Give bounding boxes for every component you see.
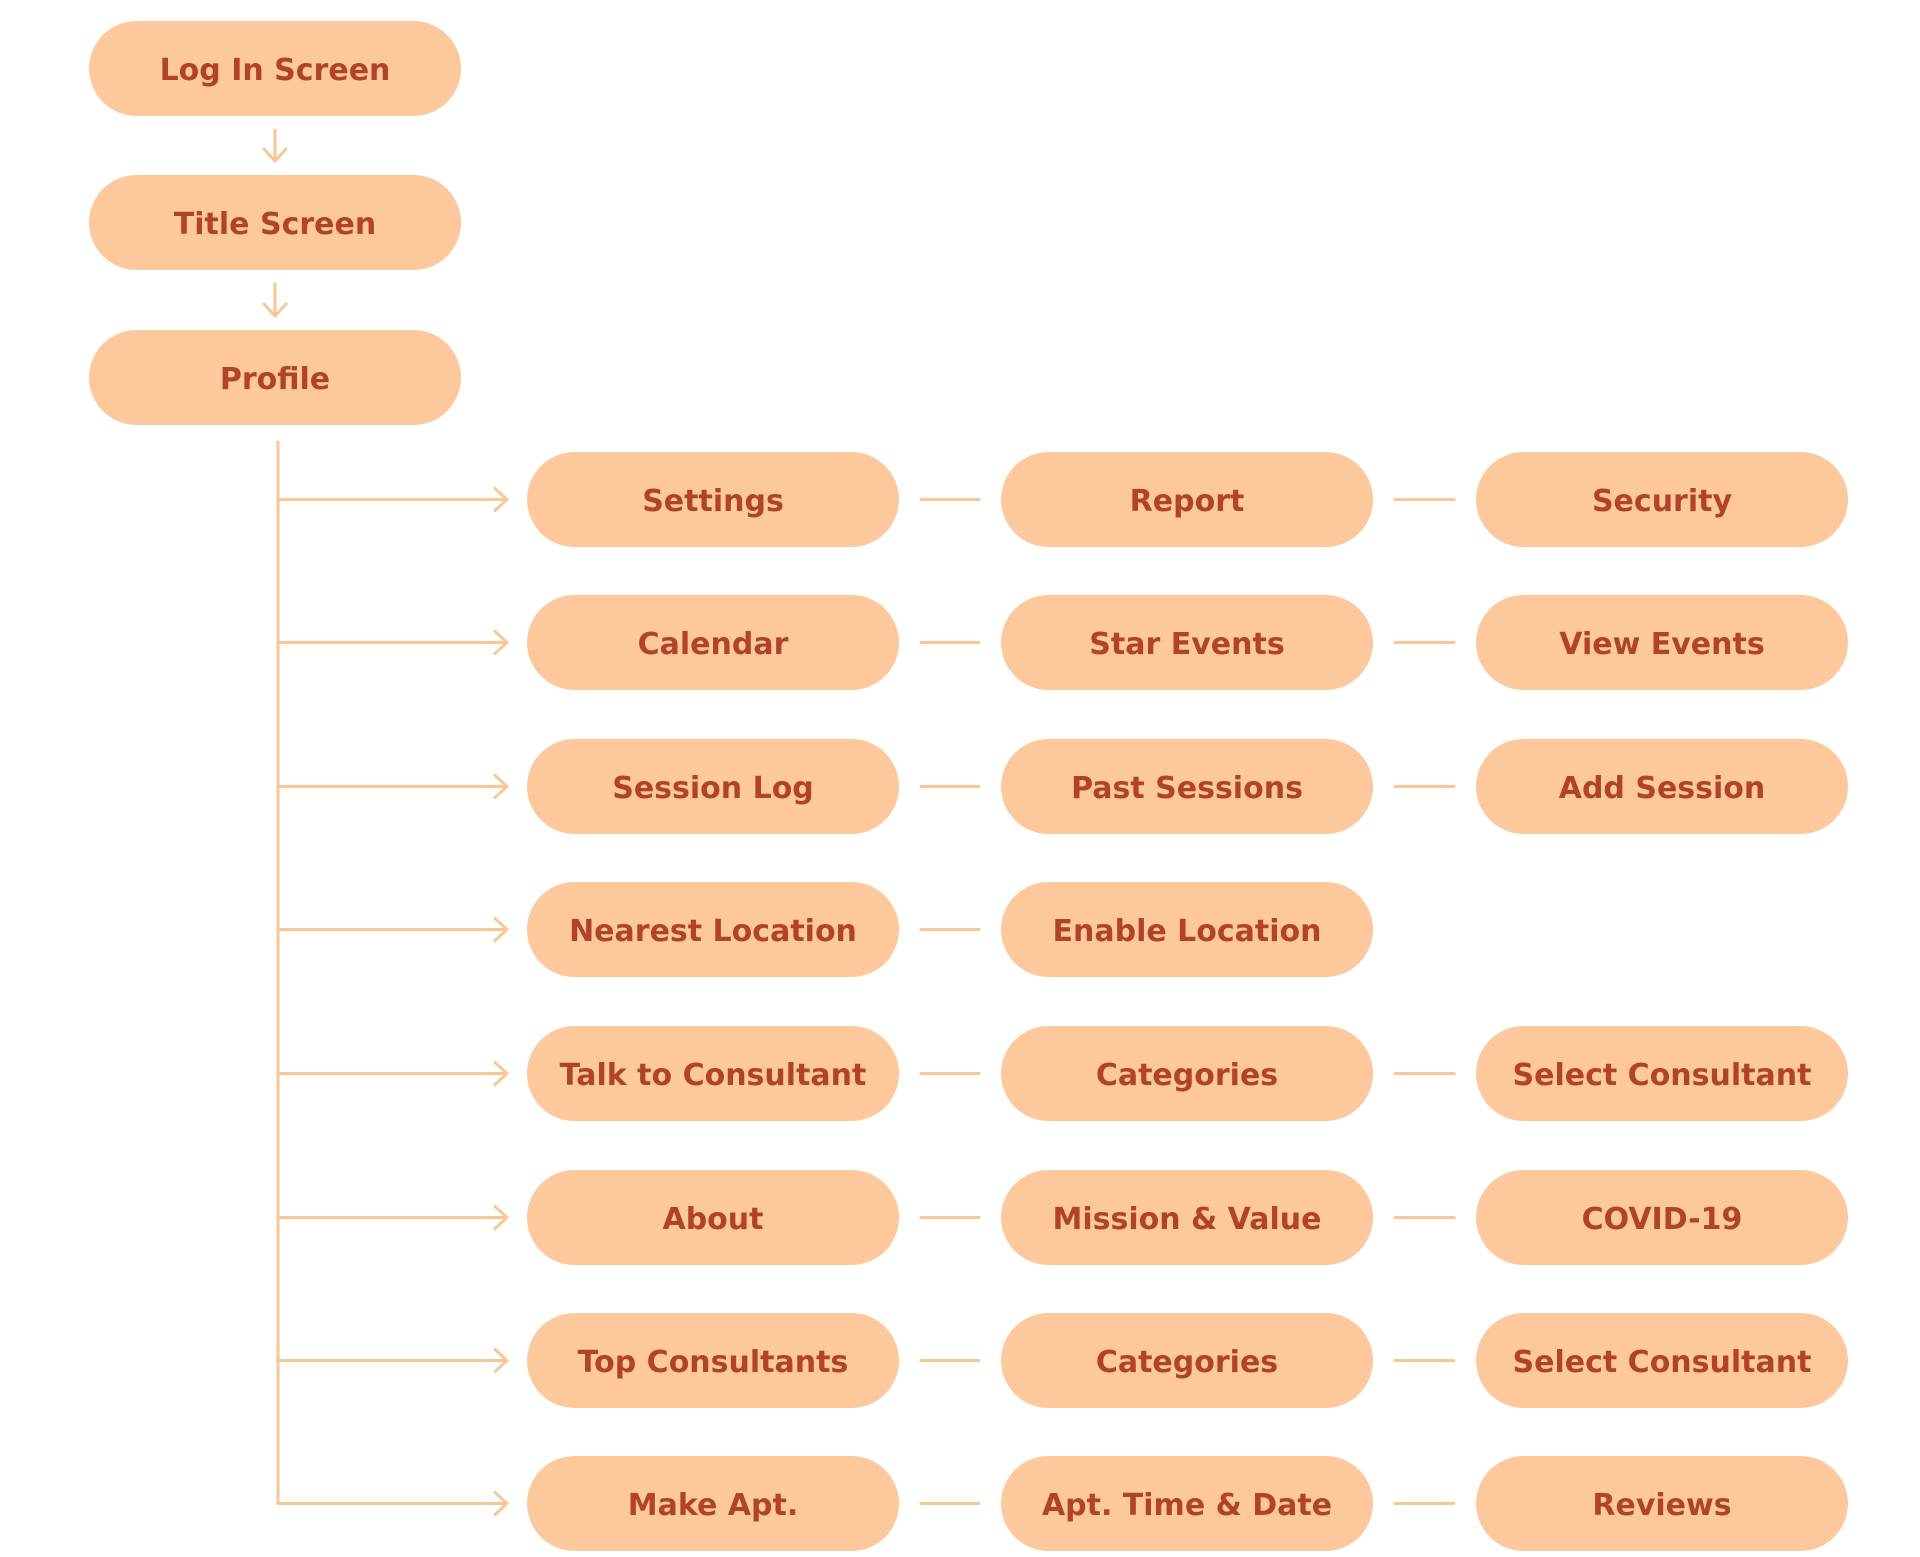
node-box xyxy=(527,1313,899,1408)
node-label: Star Events xyxy=(1089,627,1284,662)
node-reviews: Reviews xyxy=(1476,1456,1848,1551)
node-box xyxy=(527,595,899,690)
node-session-log: Session Log xyxy=(527,739,899,834)
node-box xyxy=(527,1026,899,1121)
branch-arrow-head xyxy=(493,1348,509,1373)
node-label: Log In Screen xyxy=(160,53,391,88)
node-covid-19: COVID-19 xyxy=(1476,1170,1848,1265)
branch-arrow-head xyxy=(493,1491,509,1516)
node-box xyxy=(1001,1026,1373,1121)
node-box xyxy=(1001,595,1373,690)
node-box xyxy=(1001,739,1373,834)
node-box xyxy=(1001,1313,1373,1408)
node-calendar: Calendar xyxy=(527,595,899,690)
node-box xyxy=(1476,452,1848,547)
node-settings: Settings xyxy=(527,452,899,547)
branch-arrow-head xyxy=(493,487,509,512)
node-title-screen: Title Screen xyxy=(89,175,461,270)
node-mission-and-value: Mission & Value xyxy=(1001,1170,1373,1265)
node-make-apt: Make Apt. xyxy=(527,1456,899,1551)
node-box xyxy=(527,882,899,977)
node-add-session: Add Session xyxy=(1476,739,1848,834)
node-label: Make Apt. xyxy=(628,1488,798,1523)
node-enable-location: Enable Location xyxy=(1001,882,1373,977)
node-label: Report xyxy=(1130,484,1245,519)
node-label: Nearest Location xyxy=(569,914,857,949)
branch-arrow-head xyxy=(493,917,509,942)
node-box xyxy=(527,1456,899,1551)
node-talk-to-consultant: Talk to Consultant xyxy=(527,1026,899,1121)
node-label: Categories xyxy=(1096,1058,1278,1093)
node-label: Security xyxy=(1592,484,1733,519)
node-select-consultant: Select Consultant xyxy=(1476,1026,1848,1121)
node-box xyxy=(527,739,899,834)
node-select-consultant: Select Consultant xyxy=(1476,1313,1848,1408)
node-box xyxy=(89,21,461,116)
node-box xyxy=(1001,1456,1373,1551)
node-apt-time-and-date: Apt. Time & Date xyxy=(1001,1456,1373,1551)
node-label: View Events xyxy=(1559,627,1764,662)
branch-arrow-head xyxy=(493,774,509,799)
node-label: Session Log xyxy=(612,771,814,806)
node-box xyxy=(1476,1026,1848,1121)
branch-arrow-head xyxy=(493,630,509,655)
node-categories: Categories xyxy=(1001,1313,1373,1408)
node-label: Reviews xyxy=(1592,1488,1731,1523)
node-box xyxy=(527,1170,899,1265)
node-label: Top Consultants xyxy=(578,1345,849,1380)
node-box xyxy=(1476,1456,1848,1551)
branch-arrow-head xyxy=(493,1061,509,1086)
node-box xyxy=(1476,739,1848,834)
node-box xyxy=(1001,882,1373,977)
node-label: Categories xyxy=(1096,1345,1278,1380)
node-report: Report xyxy=(1001,452,1373,547)
down-arrow-head xyxy=(262,302,288,318)
node-box xyxy=(527,452,899,547)
node-star-events: Star Events xyxy=(1001,595,1373,690)
connectors xyxy=(262,128,1456,1516)
down-arrow-head xyxy=(262,147,288,163)
node-label: Enable Location xyxy=(1053,914,1322,949)
node-label: Add Session xyxy=(1559,771,1766,806)
node-view-events: View Events xyxy=(1476,595,1848,690)
node-profile: Profile xyxy=(89,330,461,425)
node-label: Talk to Consultant xyxy=(560,1058,867,1093)
node-label: Profile xyxy=(220,362,330,397)
node-log-in-screen: Log In Screen xyxy=(89,21,461,116)
node-security: Security xyxy=(1476,452,1848,547)
node-box xyxy=(1476,1170,1848,1265)
node-label: Calendar xyxy=(638,627,789,662)
node-label: Settings xyxy=(642,484,784,519)
node-box xyxy=(1001,1170,1373,1265)
node-box xyxy=(1476,595,1848,690)
branch-arrow-head xyxy=(493,1205,509,1230)
node-label: Title Screen xyxy=(174,207,376,242)
node-box xyxy=(1476,1313,1848,1408)
node-categories: Categories xyxy=(1001,1026,1373,1121)
node-box xyxy=(89,175,461,270)
node-box xyxy=(89,330,461,425)
node-label: Select Consultant xyxy=(1513,1345,1812,1380)
node-box xyxy=(1001,452,1373,547)
node-top-consultants: Top Consultants xyxy=(527,1313,899,1408)
node-label: Select Consultant xyxy=(1513,1058,1812,1093)
node-label: Mission & Value xyxy=(1053,1202,1322,1237)
node-label: Past Sessions xyxy=(1071,771,1303,806)
node-label: COVID-19 xyxy=(1582,1202,1743,1237)
node-about: About xyxy=(527,1170,899,1265)
node-nearest-location: Nearest Location xyxy=(527,882,899,977)
node-past-sessions: Past Sessions xyxy=(1001,739,1373,834)
node-label: About xyxy=(662,1202,763,1237)
node-label: Apt. Time & Date xyxy=(1042,1488,1332,1523)
